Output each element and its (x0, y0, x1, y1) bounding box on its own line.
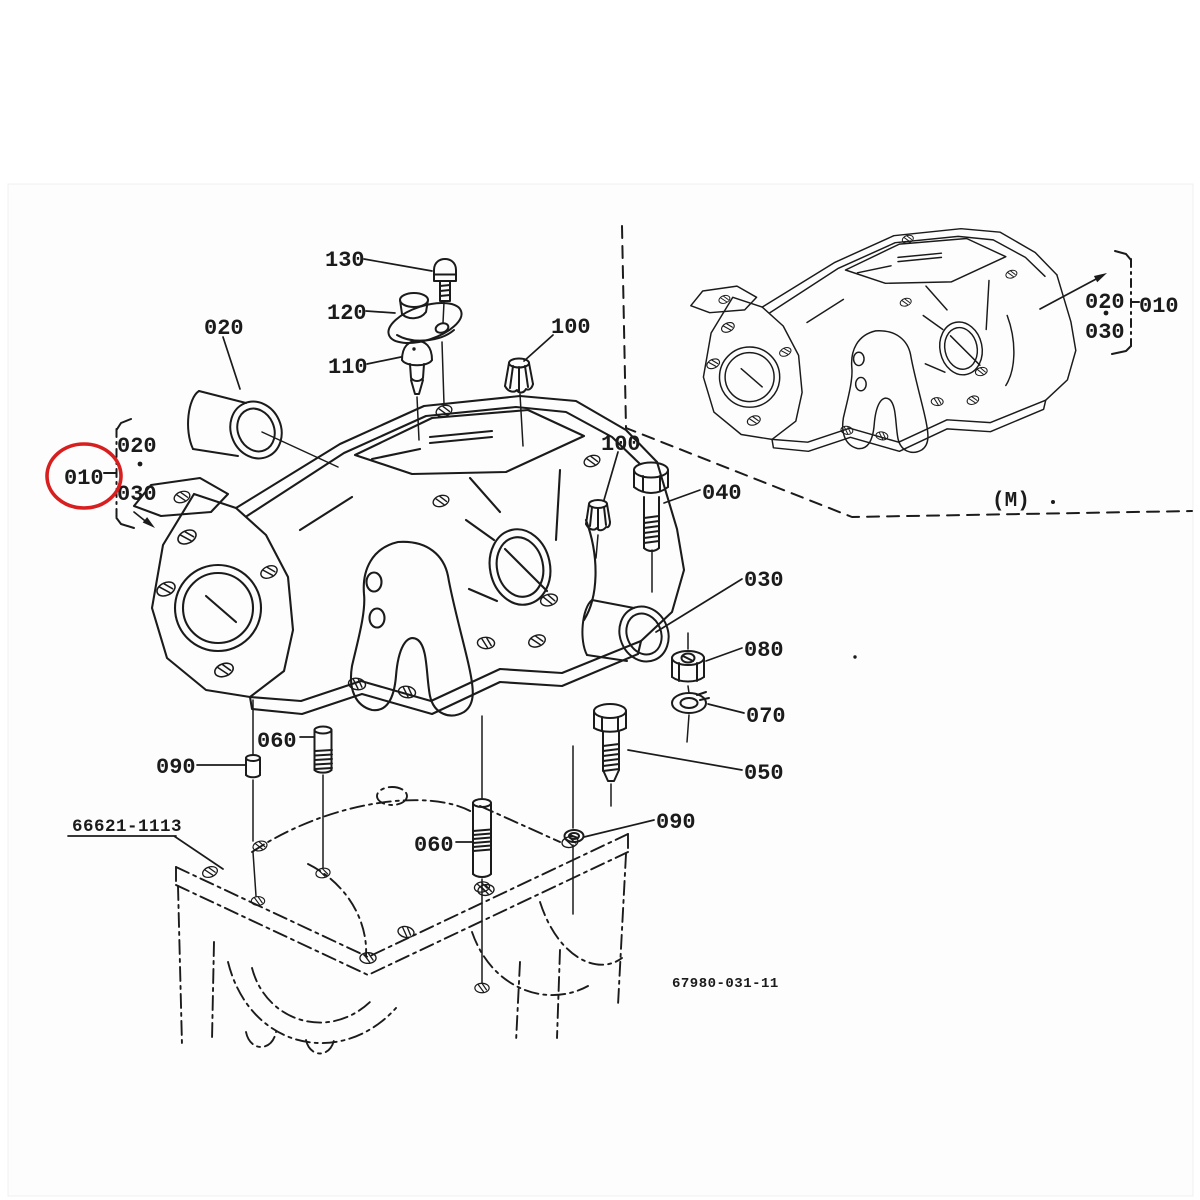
callout-110: 110 (328, 355, 368, 380)
right-bracket-item-020: 020 (1085, 290, 1125, 315)
diagram-line-art (67, 225, 1193, 1055)
right-assembly-bracket (1039, 250, 1140, 355)
part-plug-090-right (563, 829, 585, 843)
separator-dot (1103, 310, 1109, 316)
variant-m-label: (M) (992, 490, 1030, 513)
variant-boundary-dashed (621, 225, 1193, 518)
left-bracket-assembly-010: 010 (64, 466, 104, 491)
part-stud-060-bottom (472, 798, 492, 878)
callout-090-left: 090 (156, 755, 196, 780)
part-bolt-040 (633, 461, 669, 552)
part-number-label: 66621-1113 (72, 817, 182, 837)
phantom-transmission-case (175, 786, 629, 1055)
right-bracket-item-030: 030 (1085, 320, 1125, 345)
separator-dot (137, 461, 143, 467)
part-nut-080 (671, 650, 705, 683)
callout-060-left: 060 (257, 729, 297, 754)
stray-dot (853, 655, 857, 659)
callout-080: 080 (744, 638, 784, 663)
callout-120: 120 (327, 301, 367, 326)
callout-100-top: 100 (551, 315, 591, 340)
left-assembly-bracket (103, 418, 155, 529)
part-plug-100-top (504, 357, 534, 394)
right-bracket-assembly-010: 010 (1139, 294, 1179, 319)
callout-leader-lines (67, 258, 745, 870)
arrowhead-to-housing (142, 517, 155, 528)
part-bolt-130 (433, 258, 457, 302)
callout-090-right: 090 (656, 810, 696, 835)
callout-020: 020 (204, 316, 244, 341)
arrowhead-to-bracket (1093, 273, 1107, 283)
stray-dot (1051, 500, 1055, 504)
part-cap-110 (401, 340, 433, 395)
red-highlight-circle (45, 442, 123, 510)
callout-060-bottom: 060 (414, 833, 454, 858)
callout-100-mid: 100 (601, 432, 641, 457)
part-washer-070 (671, 691, 710, 714)
left-bracket-item-020: 020 (117, 434, 157, 459)
callout-040: 040 (702, 481, 742, 506)
callout-labels: 130 120 110 100 020 100 040 030 080 070 … (64, 248, 1179, 992)
left-bracket-item-030: 030 (117, 482, 157, 507)
callout-050: 050 (744, 761, 784, 786)
callout-070: 070 (746, 704, 786, 729)
callout-030: 030 (744, 568, 784, 593)
assembly-projection-lines (252, 301, 690, 984)
part-bushing-030 (581, 599, 670, 663)
part-pin-090-left (245, 754, 261, 779)
part-bushing-020 (187, 390, 283, 460)
part-stud-060-left (313, 725, 333, 774)
scan-page-edge (7, 183, 1194, 1197)
callout-130: 130 (325, 248, 365, 273)
part-plug-100-mid (585, 499, 611, 532)
part-cover-120 (387, 292, 463, 344)
drawing-number-label: 67980-031-11 (672, 976, 779, 992)
part-bolt-050 (593, 703, 627, 782)
